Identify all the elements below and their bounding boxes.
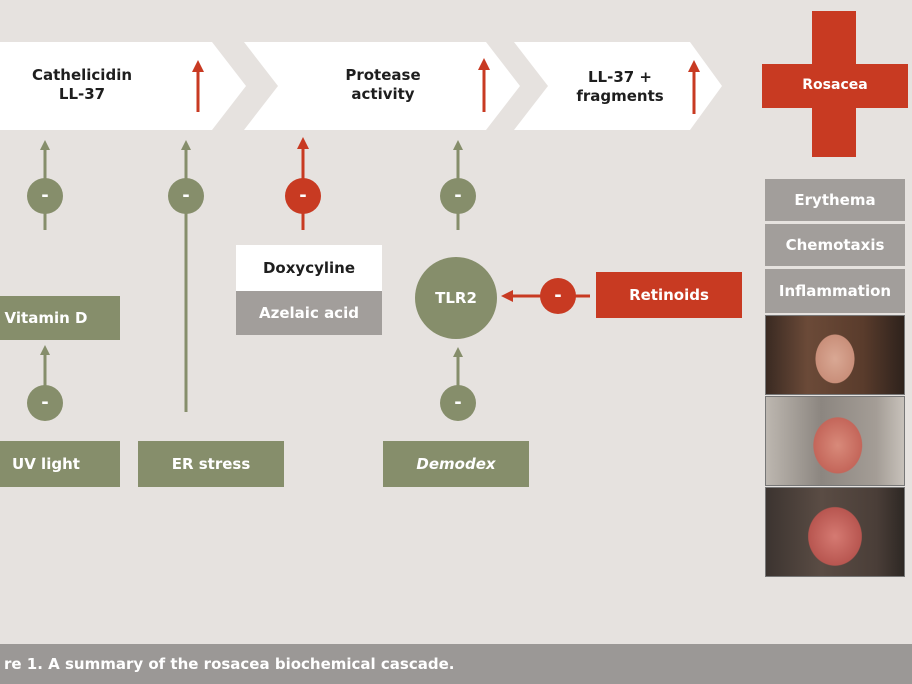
inhibit-node-tlr2 <box>440 178 476 214</box>
uv-light-label: UV light <box>12 454 80 473</box>
tlr2-circle <box>415 257 497 339</box>
doxycyline-box <box>236 245 382 291</box>
symptom-erythema: Erythema <box>794 190 876 209</box>
symptom-box-erythema <box>765 179 905 221</box>
vitamin-d-label: Vitamin D <box>4 308 88 327</box>
inhibit-node-retinoids <box>540 278 576 314</box>
rosacea-label: Rosacea <box>802 77 868 94</box>
figure-caption: re 1. A summary of the rosacea biochemic… <box>0 644 912 684</box>
demodex-box <box>383 441 529 487</box>
minus-tlr2: - <box>454 184 462 206</box>
minus-uv: - <box>41 391 49 413</box>
symptom-box-chemotaxis <box>765 224 905 266</box>
azelaic-acid-label: Azelaic acid <box>259 303 359 322</box>
azelaic-acid-box <box>236 291 382 335</box>
rosacea-cross <box>762 11 908 157</box>
inhibit-node-uv <box>27 385 63 421</box>
cascade-label-fragments: LL-37 + fragments <box>576 68 664 105</box>
minus-demodex: - <box>454 391 462 413</box>
inhibit-node-er-stress <box>168 178 204 214</box>
tlr2-label: TLR2 <box>435 288 477 307</box>
er-stress-box <box>138 441 284 487</box>
inhibit-node-vitamin-d <box>27 178 63 214</box>
retinoids-label: Retinoids <box>629 285 709 304</box>
minus-er-stress: - <box>182 184 190 206</box>
vitamin-d-box <box>0 296 120 340</box>
er-stress-label: ER stress <box>171 454 251 473</box>
face-photo-1 <box>765 315 905 395</box>
minus-retinoids: - <box>554 284 562 306</box>
chevron-protease <box>244 42 520 130</box>
doxycyline-label: Doxycyline <box>262 258 355 277</box>
cascade-label-protease: Protease activity <box>345 66 421 103</box>
face-photo-2 <box>765 396 905 486</box>
symptom-chemotaxis: Chemotaxis <box>785 235 885 254</box>
symptom-inflammation: Inflammation <box>778 281 892 300</box>
minus-doxycyline: - <box>299 184 307 206</box>
figure-caption-text: re 1. A summary of the rosacea biochemic… <box>4 655 455 673</box>
chevron-cathelicidin <box>0 42 246 130</box>
minus-vitamin-d: - <box>41 184 49 206</box>
uv-light-box <box>0 441 120 487</box>
retinoids-box <box>596 272 742 318</box>
symptom-box-inflammation <box>765 269 905 313</box>
inhibit-node-demodex <box>440 385 476 421</box>
demodex-label: Demodex <box>416 454 496 473</box>
cascade-label-cathelicidin: Cathelicidin LL-37 <box>31 66 133 103</box>
inhibit-node-doxycyline <box>285 178 321 214</box>
face-photo-3 <box>765 487 905 577</box>
chevron-ll37-fragments <box>514 42 722 130</box>
